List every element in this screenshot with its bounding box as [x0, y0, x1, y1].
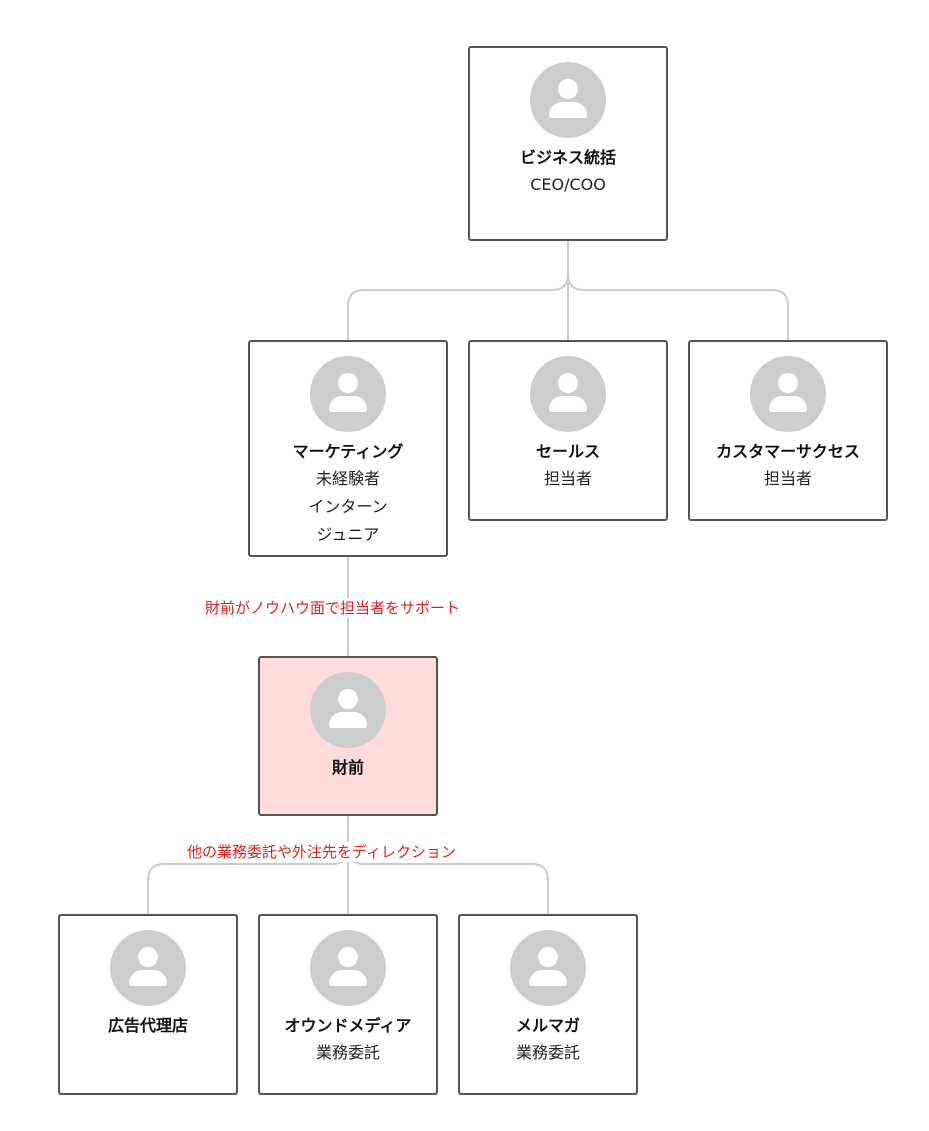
card-subtitle: ジュニア: [316, 525, 380, 544]
connector-ceo-to-marketing: [347, 273, 569, 340]
card-subtitle: 担当者: [543, 469, 592, 488]
card-title: 財前: [331, 758, 364, 777]
card-subtitle: 担当者: [763, 469, 812, 488]
org-card-mail-magazine: メルマガ 業務委託: [458, 914, 638, 1095]
org-card-marketing: マーケティング 未経験者 インターン ジュニア: [248, 340, 448, 557]
person-icon: [510, 930, 586, 1006]
card-subtitle: CEO/COO: [530, 175, 606, 194]
card-subtitle: インターン: [308, 497, 388, 516]
card-subtitle: 業務委託: [315, 1043, 380, 1062]
org-card-customer-success: カスタマーサクセス 担当者: [688, 340, 888, 521]
card-subtitle-list: 業務委託: [460, 1039, 636, 1067]
person-icon: [750, 356, 826, 432]
card-subtitle-list: 担当者: [690, 465, 886, 493]
direction-annotation: 他の業務委託や外注先をディレクション: [186, 842, 457, 862]
card-title: オウンドメディア: [284, 1016, 412, 1035]
org-card-ad-agency: 広告代理店: [58, 914, 238, 1095]
person-icon: [310, 672, 386, 748]
card-title: セールス: [535, 442, 600, 461]
person-icon: [310, 930, 386, 1006]
card-subtitle-list: 未経験者 インターン ジュニア: [250, 465, 446, 549]
org-card-sales: セールス 担当者: [468, 340, 668, 521]
card-subtitle: 業務委託: [515, 1043, 580, 1062]
person-icon: [530, 62, 606, 138]
card-subtitle-list: 担当者: [470, 465, 666, 493]
person-icon: [110, 930, 186, 1006]
card-title: メルマガ: [515, 1016, 580, 1035]
card-subtitle: 未経験者: [315, 469, 380, 488]
card-subtitle-list: 業務委託: [260, 1039, 436, 1067]
card-subtitle-list: CEO/COO: [470, 171, 666, 199]
card-title: カスタマーサクセス: [716, 442, 860, 461]
card-title: 広告代理店: [107, 1016, 188, 1035]
person-icon: [310, 356, 386, 432]
org-card-owned-media: オウンドメディア 業務委託: [258, 914, 438, 1095]
connector-ceo-to-cs: [567, 273, 789, 340]
card-title: マーケティング: [292, 442, 404, 461]
support-annotation: 財前がノウハウ面で担当者をサポート: [204, 598, 462, 618]
org-card-zaimae: 財前: [258, 656, 438, 816]
card-title: ビジネス統括: [519, 148, 616, 167]
org-card-ceo: ビジネス統括 CEO/COO: [468, 46, 668, 241]
person-icon: [530, 356, 606, 432]
